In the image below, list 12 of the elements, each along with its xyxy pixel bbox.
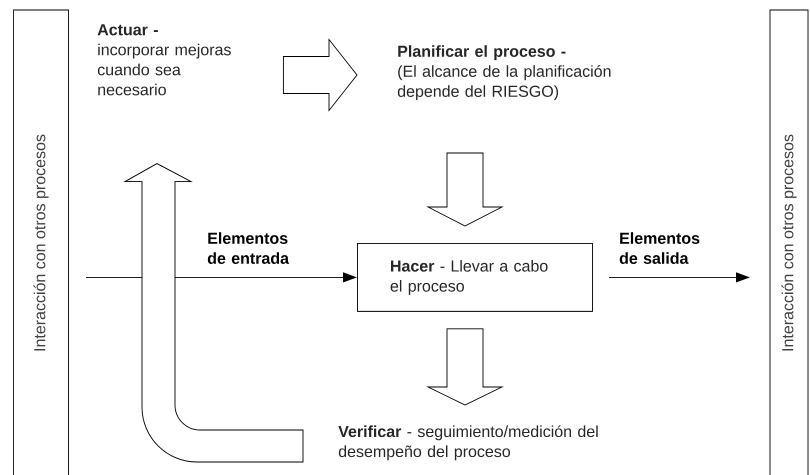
block-arrow	[124, 163, 304, 462]
step-text: Planificar el proceso - (El alcance de la planificación depende del RIESGO)	[398, 45, 610, 100]
process-box: Hacer - Llevar a cabo el proceso	[357, 243, 593, 312]
edge-label: Elementos de entrada	[208, 232, 290, 264]
side-band: Interacción con otros procesos	[13, 10, 69, 475]
step-text: Verificar - seguimiento/medición del desempeño del proceso	[338, 425, 598, 460]
block-arrow	[282, 38, 358, 112]
step-text: Actuar - incorporar mejoras cuando sea necesario	[98, 24, 231, 96]
block-arrow	[426, 152, 504, 226]
block-arrow	[426, 328, 504, 406]
edge-label: Elementos de salida	[620, 232, 700, 264]
side-band: Interacción con otros procesos	[770, 10, 808, 475]
